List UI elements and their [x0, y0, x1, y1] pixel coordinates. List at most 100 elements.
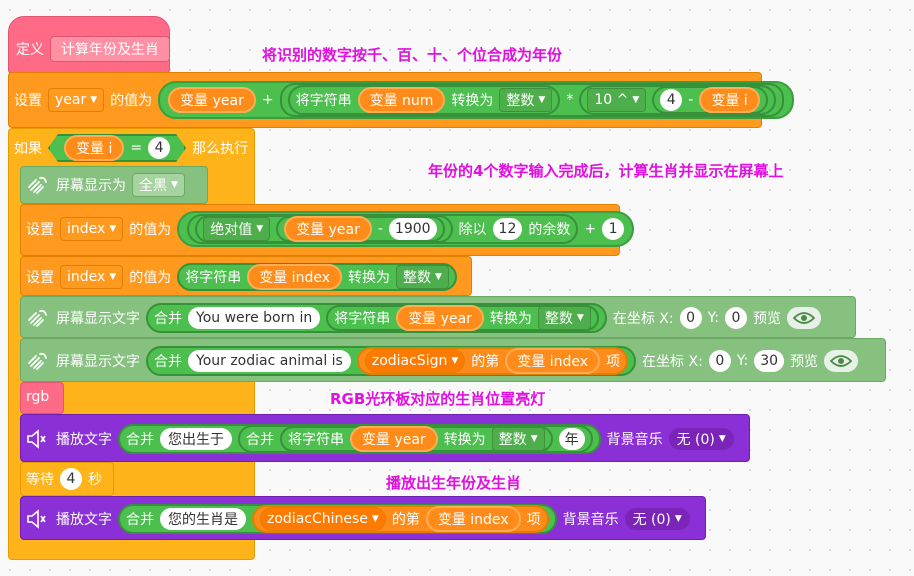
join-label: 合并 — [154, 311, 182, 327]
type-dropdown[interactable]: 整数▼ — [499, 88, 553, 112]
text-input-born[interactable]: You were born in — [188, 307, 321, 329]
minus-operator[interactable]: 变量 year - 1900 — [276, 216, 445, 242]
var-year-reporter[interactable]: 变量 year — [168, 87, 256, 113]
set-index-row: 设置 index▼ 的值为 绝对值▼ 变量 year - 1900 除以 12 … — [26, 211, 635, 247]
convert-str-label: 将字符串 — [288, 432, 344, 448]
wait-label: 等待 — [26, 472, 54, 488]
play-zodiac-row: 播放文字 合并 您的生肖是 zodiacChinese▼ 的第 变量 index… — [26, 504, 690, 534]
annotation-compute-zodiac: 年份的4个数字输入完成后，计算生肖并显示在屏幕上 — [428, 162, 784, 180]
text-input-zodiac[interactable]: Your zodiac animal is — [188, 350, 351, 372]
string-to-number[interactable]: 将字符串 变量 year 转换为 整数▼ — [326, 305, 599, 331]
x-input[interactable]: 0 — [679, 307, 702, 329]
number-input-4[interactable]: 4 — [660, 89, 683, 111]
equals-operator[interactable]: 变量 i = 4 — [48, 134, 186, 162]
rgb-row: rgb — [26, 389, 49, 405]
bgm-dropdown[interactable]: 无 (0)▼ — [668, 428, 734, 450]
y-input[interactable]: 0 — [725, 307, 748, 329]
var-index-reporter[interactable]: 变量 index — [505, 348, 601, 374]
convert-str-label: 将字符串 — [295, 93, 352, 109]
bgm-dropdown[interactable]: 无 (0)▼ — [624, 508, 690, 530]
join-operator[interactable]: 合并 You were born in 将字符串 变量 year 转换为 整数▼ — [146, 303, 607, 333]
y-input[interactable]: 30 — [754, 350, 785, 372]
text-input-year-char[interactable]: 年 — [558, 428, 585, 450]
join-operator[interactable]: 合并 Your zodiac animal is zodiacSign▼ 的第 … — [146, 346, 637, 376]
var-i-reporter[interactable]: 变量 i — [699, 87, 760, 113]
annotation-play: 播放出生年份及生肖 — [386, 474, 522, 492]
then-label: 那么执行 — [192, 141, 249, 157]
plus-sign: + — [261, 92, 274, 108]
variable-dropdown-year[interactable]: year▼ — [48, 88, 105, 112]
rgb-label: rgb — [26, 389, 50, 405]
power-dropdown[interactable]: 10 ^▼ — [587, 88, 647, 112]
set-year-row: 设置 year▼ 的值为 变量 year + 将字符串 变量 num 转换为 整… — [14, 81, 794, 119]
value-of-label: 的值为 — [129, 270, 172, 286]
abs-function[interactable]: 绝对值▼ 变量 year - 1900 — [195, 215, 453, 243]
string-to-number[interactable]: 将字符串 变量 num 转换为 整数▼ — [287, 85, 561, 115]
screen-option-dropdown[interactable]: 全黑▼ — [132, 173, 185, 197]
type-dropdown[interactable]: 整数▼ — [537, 306, 591, 330]
convert-str-label: 将字符串 — [185, 270, 242, 286]
modulo-operator[interactable]: 绝对值▼ 变量 year - 1900 除以 12 的余数 — [187, 214, 579, 244]
define-label: 定义 — [16, 42, 44, 58]
number-input-wait[interactable]: 4 — [60, 468, 82, 490]
convert-str-label: 将字符串 — [334, 311, 391, 327]
plus-operator[interactable]: 绝对值▼ 变量 year - 1900 除以 12 的余数 + 1 — [177, 211, 635, 247]
string-to-number[interactable]: 将字符串 变量 index 转换为 整数▼ — [177, 263, 457, 291]
number-input-1[interactable]: 1 — [602, 218, 625, 240]
join-operator[interactable]: 合并 您的生肖是 zodiacChinese▼ 的第 变量 index 项 — [118, 504, 557, 534]
times-sign: * — [566, 92, 574, 108]
list-item-reporter[interactable]: zodiacSign▼ 的第 变量 index 项 — [356, 347, 629, 375]
hand-icon — [26, 173, 50, 197]
remainder-label: 的余数 — [528, 222, 571, 238]
type-dropdown[interactable]: 整数▼ — [491, 427, 545, 451]
string-to-number[interactable]: 将字符串 变量 year 转换为 整数▼ — [280, 426, 553, 452]
text-input-zodiac-cn[interactable]: 您的生肖是 — [160, 508, 246, 530]
join-label: 合并 — [246, 432, 274, 448]
plus-sign: + — [584, 221, 597, 237]
multiply-operator[interactable]: 将字符串 变量 num 转换为 整数▼ * 10 ^▼ 4 - 变量 i — [279, 83, 784, 117]
power-operator[interactable]: 10 ^▼ 4 - 变量 i — [579, 85, 776, 115]
x-input[interactable]: 0 — [708, 350, 731, 372]
annotation-compose-year: 将识别的数字按千、百、十、个位合成为年份 — [262, 46, 563, 64]
var-index-reporter[interactable]: 变量 index — [247, 264, 342, 290]
text-input-born-cn[interactable]: 您出生于 — [160, 428, 232, 450]
show-text-row: 屏幕显示文字 合并 You were born in 将字符串 变量 year … — [26, 303, 822, 333]
preview-label: 预览 — [790, 354, 819, 370]
define-name[interactable]: 计算年份及生肖 — [50, 36, 170, 62]
list-dropdown-zodiacsign[interactable]: zodiacSign▼ — [364, 349, 466, 373]
var-num-reporter[interactable]: 变量 num — [357, 87, 446, 113]
set-label: 设置 — [14, 93, 42, 109]
number-input-12[interactable]: 12 — [492, 218, 523, 240]
var-year-reporter[interactable]: 变量 year — [284, 216, 372, 242]
math-function-dropdown[interactable]: 绝对值▼ — [203, 217, 271, 241]
eye-icon[interactable] — [824, 350, 859, 372]
var-year-reporter[interactable]: 变量 year — [350, 426, 438, 452]
screen-display-row: 屏幕显示为 全黑▼ — [26, 173, 185, 197]
join-label: 合并 — [154, 354, 182, 370]
wait-row: 等待 4 秒 — [26, 468, 102, 490]
show-text-label: 屏幕显示文字 — [56, 354, 140, 370]
var-i-reporter[interactable]: 变量 i — [64, 135, 124, 161]
variable-dropdown-index[interactable]: index▼ — [60, 265, 124, 289]
list-item-reporter[interactable]: zodiacChinese▼ 的第 变量 index 项 — [252, 505, 549, 533]
variable-dropdown-index[interactable]: index▼ — [60, 217, 124, 241]
speaker-icon — [26, 428, 50, 450]
join-operator[interactable]: 合并 您出生于 合并 将字符串 变量 year 转换为 整数▼ 年 — [118, 424, 601, 454]
var-index-reporter[interactable]: 变量 index — [425, 506, 521, 532]
minus-sign: - — [688, 92, 694, 108]
number-input-1900[interactable]: 1900 — [388, 218, 437, 240]
hand-icon — [26, 306, 50, 330]
list-dropdown-zodiacchinese[interactable]: zodiacChinese▼ — [260, 507, 386, 531]
type-dropdown[interactable]: 整数▼ — [396, 265, 449, 289]
if-row: 如果 变量 i = 4 那么执行 — [14, 134, 248, 162]
join-operator-inner[interactable]: 合并 将字符串 变量 year 转换为 整数▼ 年 — [238, 425, 593, 453]
screen-display-label: 屏幕显示为 — [56, 178, 126, 194]
equals-sign: = — [130, 140, 143, 156]
eye-icon[interactable] — [787, 307, 822, 329]
rgb-block[interactable] — [20, 382, 64, 414]
convert-to-label: 转换为 — [443, 432, 486, 448]
minus-operator[interactable]: 4 - 变量 i — [652, 86, 768, 114]
number-input-4[interactable]: 4 — [148, 137, 170, 159]
plus-operator[interactable]: 变量 year + 将字符串 变量 num 转换为 整数▼ * 10 ^▼ 4 … — [158, 81, 794, 119]
var-year-reporter[interactable]: 变量 year — [396, 305, 484, 331]
